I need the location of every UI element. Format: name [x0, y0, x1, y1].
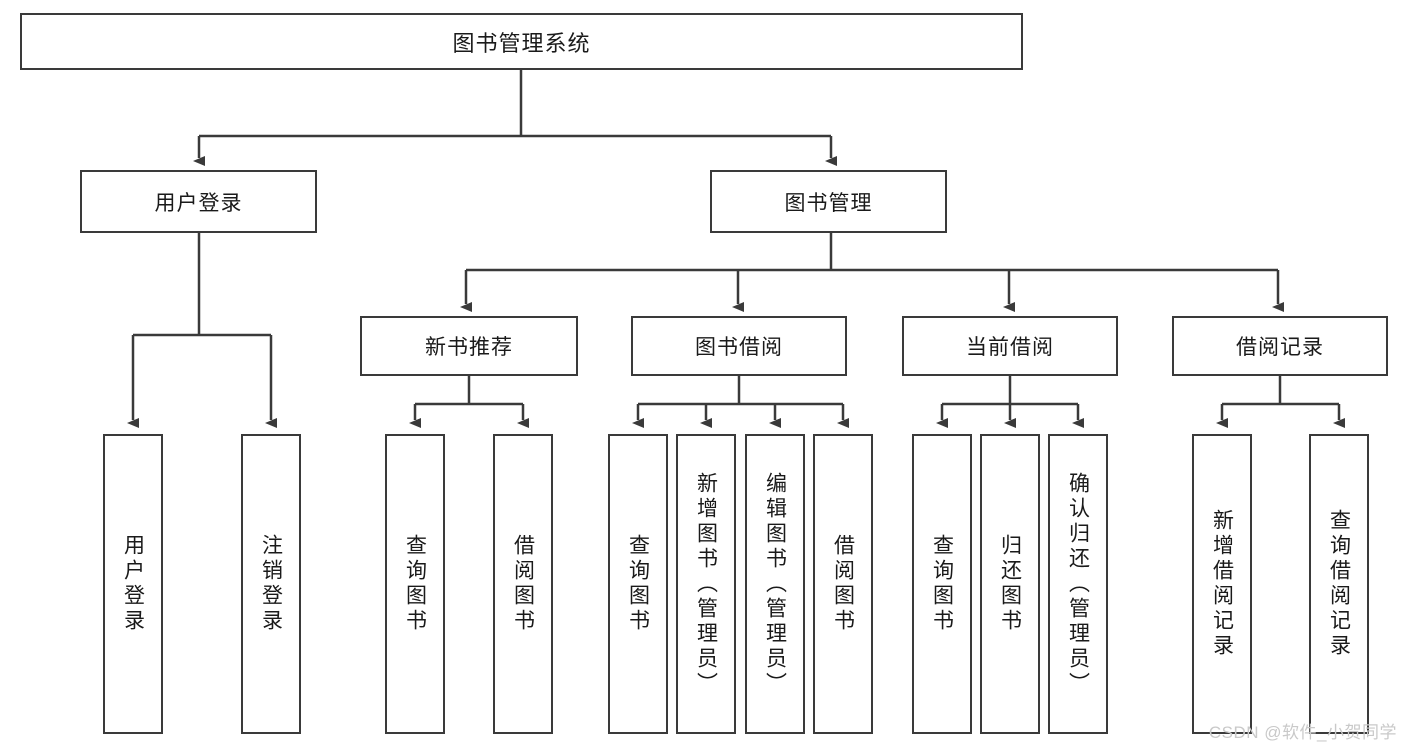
- leaf-recommend-borrow-book[interactable]: 借阅图书: [493, 434, 553, 734]
- csdn-watermark: CSDN @软件_小贺同学: [1208, 723, 1397, 742]
- leaf-current-return-book[interactable]: 归还图书: [980, 434, 1040, 734]
- leaf-record-add-borrow-record[interactable]: 新增借阅记录: [1192, 434, 1252, 734]
- leaf-borrow-query-book[interactable]: 查询图书: [608, 434, 668, 734]
- leaf-user-login-signin[interactable]: 用户登录: [103, 434, 163, 734]
- node-root-system[interactable]: 图书管理系统: [20, 13, 1023, 70]
- node-book-borrow[interactable]: 图书借阅: [631, 316, 847, 376]
- leaf-current-query-book[interactable]: 查询图书: [912, 434, 972, 734]
- node-current-borrow[interactable]: 当前借阅: [902, 316, 1118, 376]
- leaf-recommend-query-book[interactable]: 查询图书: [385, 434, 445, 734]
- node-borrow-record[interactable]: 借阅记录: [1172, 316, 1388, 376]
- node-book-management[interactable]: 图书管理: [710, 170, 947, 233]
- leaf-borrow-add-book-admin[interactable]: 新增图书（管理员）: [676, 434, 736, 734]
- node-new-book-recommend[interactable]: 新书推荐: [360, 316, 578, 376]
- leaf-user-login-signout[interactable]: 注销登录: [241, 434, 301, 734]
- leaf-record-query-borrow-record[interactable]: 查询借阅记录: [1309, 434, 1369, 734]
- leaf-borrow-edit-book-admin[interactable]: 编辑图书（管理员）: [745, 434, 805, 734]
- leaf-borrow-borrow-book[interactable]: 借阅图书: [813, 434, 873, 734]
- leaf-current-confirm-return-admin[interactable]: 确认归还（管理员）: [1048, 434, 1108, 734]
- node-user-login[interactable]: 用户登录: [80, 170, 317, 233]
